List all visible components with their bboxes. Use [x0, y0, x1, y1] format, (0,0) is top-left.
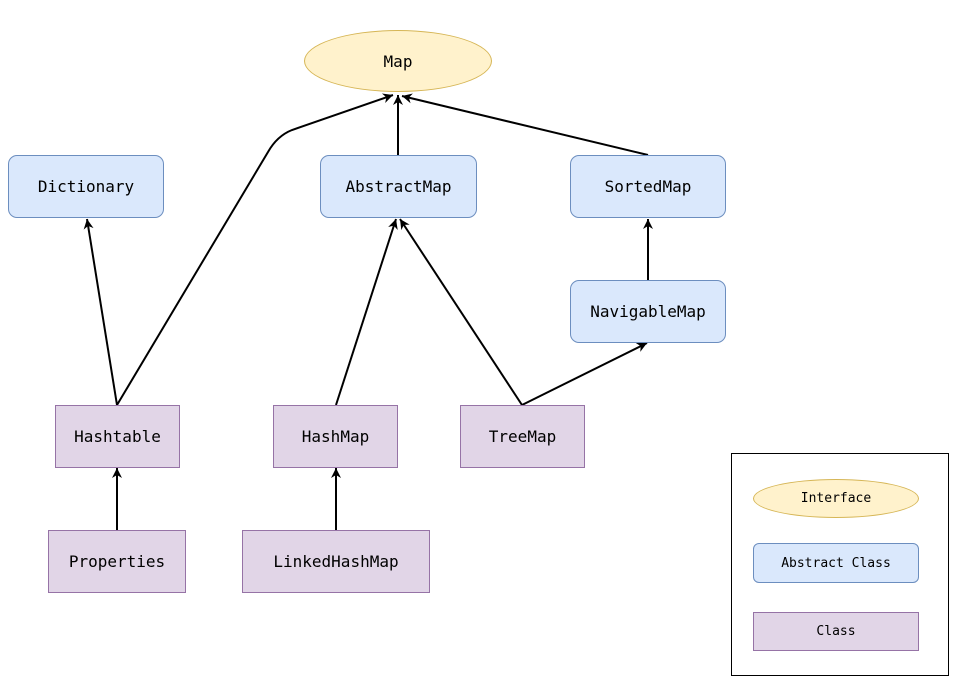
linkedhashmap-label: LinkedHashMap [273, 552, 399, 571]
sortedmap-label: SortedMap [604, 177, 692, 196]
edge-hashmap-to-abstractmap [335, 218, 398, 406]
abstractmap-label: AbstractMap [345, 177, 452, 196]
navigablemap-node[interactable]: NavigableMap [570, 280, 726, 343]
hashmap-node[interactable]: HashMap [273, 405, 398, 468]
navigablemap-label: NavigableMap [590, 302, 706, 321]
hashtable-node[interactable]: Hashtable [55, 405, 180, 468]
edge-treemap-to-navigablemap [521, 342, 648, 406]
legend-class-swatch: Class [753, 612, 919, 651]
map-interface-node[interactable]: Map [304, 30, 492, 92]
edge-treemap-to-abstractmap [399, 218, 523, 406]
dictionary-node[interactable]: Dictionary [8, 155, 164, 218]
properties-node[interactable]: Properties [48, 530, 186, 593]
legend-abstract-swatch: Abstract Class [753, 543, 919, 583]
map-label: Map [383, 51, 413, 71]
hashmap-label: HashMap [301, 427, 370, 446]
sortedmap-node[interactable]: SortedMap [570, 155, 726, 218]
properties-label: Properties [68, 552, 166, 571]
edge-hashtable-to-map [116, 93, 394, 406]
dictionary-label: Dictionary [37, 177, 135, 196]
edge-sortedmap-to-map [401, 93, 649, 156]
treemap-label: TreeMap [488, 427, 557, 446]
legend-interface-label: Interface [800, 491, 872, 506]
edge-hashtable-to-dictionary [83, 218, 118, 406]
legend: Interface Abstract Class Class [731, 453, 949, 676]
abstractmap-node[interactable]: AbstractMap [320, 155, 477, 218]
legend-abstract-label: Abstract Class [781, 555, 891, 571]
linkedhashmap-node[interactable]: LinkedHashMap [242, 530, 430, 593]
legend-interface-swatch: Interface [753, 479, 919, 518]
treemap-node[interactable]: TreeMap [460, 405, 585, 468]
hashtable-label: Hashtable [74, 427, 161, 446]
legend-class-label: Class [816, 624, 856, 639]
